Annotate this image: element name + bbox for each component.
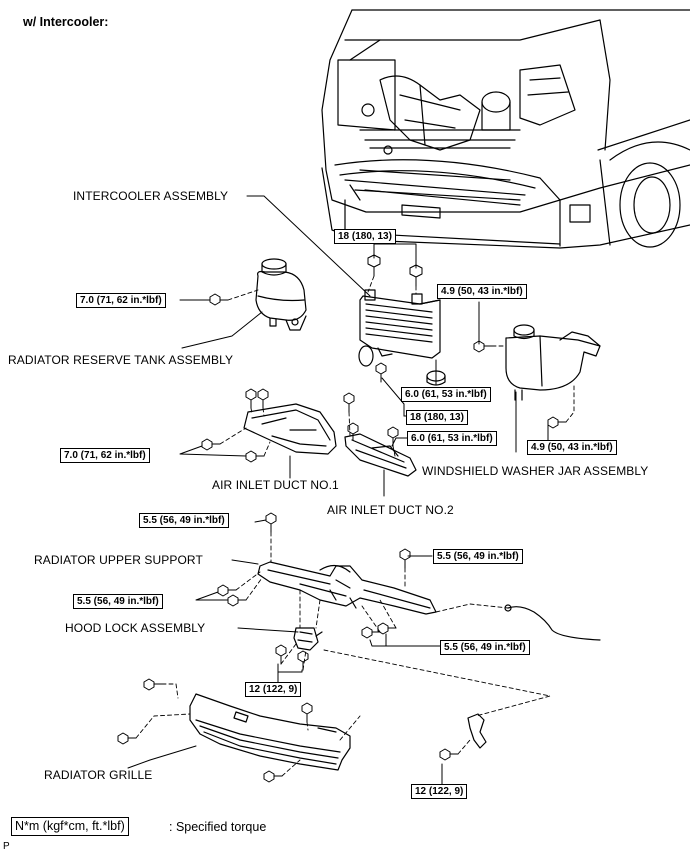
torque-support-left: 5.5 (56, 49 in.*lbf) xyxy=(73,594,163,609)
hood-lock-drawing xyxy=(293,627,323,651)
label-intercooler-assembly: INTERCOOLER ASSEMBLY xyxy=(73,189,229,203)
label-radiator-reserve-tank: RADIATOR RESERVE TANK ASSEMBLY xyxy=(8,353,234,367)
bolt xyxy=(347,422,359,441)
torque-support-lower-right: 5.5 (56, 49 in.*lbf) xyxy=(440,640,530,655)
air-inlet-duct-2-drawing xyxy=(344,433,417,477)
footer-mark: P xyxy=(3,841,10,852)
bolt xyxy=(377,622,397,635)
bolt xyxy=(265,512,277,533)
torque-hose-1: 6.0 (61, 53 in.*lbf) xyxy=(401,387,491,402)
intercooler-drawing xyxy=(358,289,441,367)
bolt xyxy=(227,594,247,607)
label-radiator-grille: RADIATOR GRILLE xyxy=(44,768,153,782)
torque-intercooler-bottom: 18 (180, 13) xyxy=(406,410,468,425)
label-windshield-washer-jar: WINDSHIELD WASHER JAR ASSEMBLY xyxy=(422,464,649,478)
bolt xyxy=(263,770,283,783)
bolt xyxy=(201,438,221,451)
vehicle-front-illustration xyxy=(321,9,690,249)
radiator-upper-support-drawing xyxy=(257,561,437,615)
bolt xyxy=(361,626,381,639)
legend-torque-unit-box: N*m (kgf*cm, ft.*lbf) xyxy=(11,817,129,836)
diagram-header: w/ Intercooler: xyxy=(23,15,109,29)
radiator-grille-drawing xyxy=(189,693,351,771)
bolt xyxy=(399,548,411,569)
torque-support-top: 5.5 (56, 49 in.*lbf) xyxy=(139,513,229,528)
torque-hood-lock: 12 (122, 9) xyxy=(245,682,302,697)
label-hood-lock-assembly: HOOD LOCK ASSEMBLY xyxy=(65,621,206,635)
reserve-tank-drawing xyxy=(255,258,307,331)
torque-support-right: 5.5 (56, 49 in.*lbf) xyxy=(433,549,523,564)
bolt xyxy=(245,450,265,463)
bolt xyxy=(217,584,237,597)
legend-torque-text: : Specified torque xyxy=(169,820,267,834)
bolt xyxy=(275,644,287,665)
label-air-inlet-duct-1: AIR INLET DUCT NO.1 xyxy=(212,478,339,492)
torque-reserve-tank: 7.0 (71, 62 in.*lbf) xyxy=(76,293,166,308)
bolt xyxy=(473,340,493,353)
label-radiator-upper-support: RADIATOR UPPER SUPPORT xyxy=(34,553,203,567)
torque-washer-top: 4.9 (50, 43 in.*lbf) xyxy=(437,284,527,299)
bolt xyxy=(257,388,269,409)
washer-jar-drawing xyxy=(505,324,601,401)
bolt xyxy=(117,732,137,745)
lower-bracket-drawing xyxy=(467,713,487,749)
torque-radiator-grille: 12 (122, 9) xyxy=(411,784,468,799)
bolt xyxy=(547,416,567,429)
torque-hose-2: 6.0 (61, 53 in.*lbf) xyxy=(407,431,497,446)
air-inlet-duct-1-drawing xyxy=(243,403,337,455)
assembly-dashed-lines xyxy=(135,275,575,777)
bolt xyxy=(143,678,163,691)
bolt xyxy=(301,702,313,723)
bolt xyxy=(439,748,459,761)
torque-washer-bottom: 4.9 (50, 43 in.*lbf) xyxy=(527,440,617,455)
bolt xyxy=(343,392,355,413)
label-air-inlet-duct-2: AIR INLET DUCT NO.2 xyxy=(327,503,454,517)
leader-lines xyxy=(127,195,549,785)
bolt xyxy=(375,362,387,383)
torque-air-inlet-duct-1: 7.0 (71, 62 in.*lbf) xyxy=(60,448,150,463)
hood-release-cable-drawing xyxy=(504,604,601,641)
bolt xyxy=(245,388,257,409)
torque-intercooler-top: 18 (180, 13) xyxy=(334,229,396,244)
bolt xyxy=(209,293,229,306)
